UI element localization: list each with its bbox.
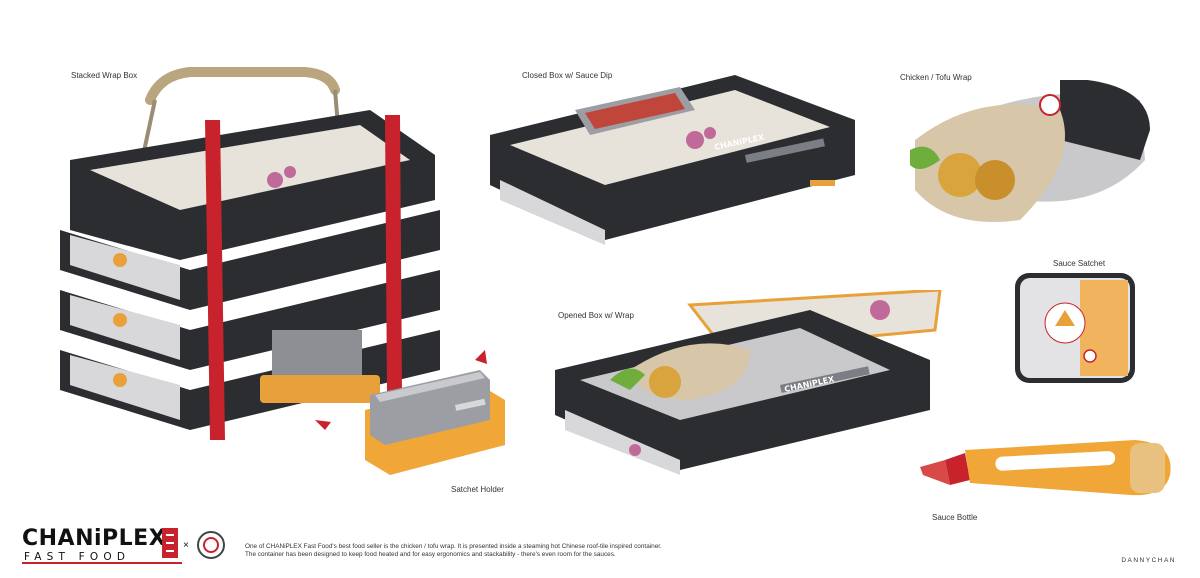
label-stacked-wrap-box: Stacked Wrap Box — [71, 71, 138, 80]
description: One of CHANiPLEX Fast Food's best food s… — [245, 543, 765, 559]
brand-underline — [22, 562, 182, 564]
author-signature: DANNYCHAN — [1121, 557, 1176, 564]
description-line-1: One of CHANiPLEX Fast Food's best food s… — [245, 543, 662, 550]
label-opened-box: Opened Box w/ Wrap — [558, 311, 634, 320]
label-wrap: Chicken / Tofu Wrap — [900, 73, 972, 82]
brand-logo: CHANiPLEX FAST FOOD — [22, 528, 182, 566]
collab-times: × — [183, 540, 189, 551]
red-seal-icon — [162, 528, 178, 558]
brand-subtitle: FAST FOOD — [24, 551, 131, 563]
closed-box-illustration: CHANiPLEX — [490, 75, 855, 245]
label-sauce-bottle: Sauce Bottle — [932, 513, 978, 522]
label-satchet-holder: Satchet Holder — [451, 485, 504, 494]
description-line-2: The container has been designed to keep … — [245, 551, 616, 558]
label-sauce-satchet: Sauce Satchet — [1053, 259, 1106, 268]
sauce-satchet-illustration — [1015, 273, 1135, 383]
satchet-holder-illustration — [315, 350, 505, 475]
opened-box-illustration: CHANiPLEX — [555, 290, 942, 475]
brand-name: CHANiPLEX — [22, 526, 167, 551]
wrap-illustration — [910, 80, 1150, 222]
label-closed-box: Closed Box w/ Sauce Dip — [522, 71, 613, 80]
stacked-wrap-box-illustration — [60, 67, 440, 440]
sauce-bottle-illustration — [920, 440, 1171, 496]
partner-logo-icon — [197, 531, 225, 559]
